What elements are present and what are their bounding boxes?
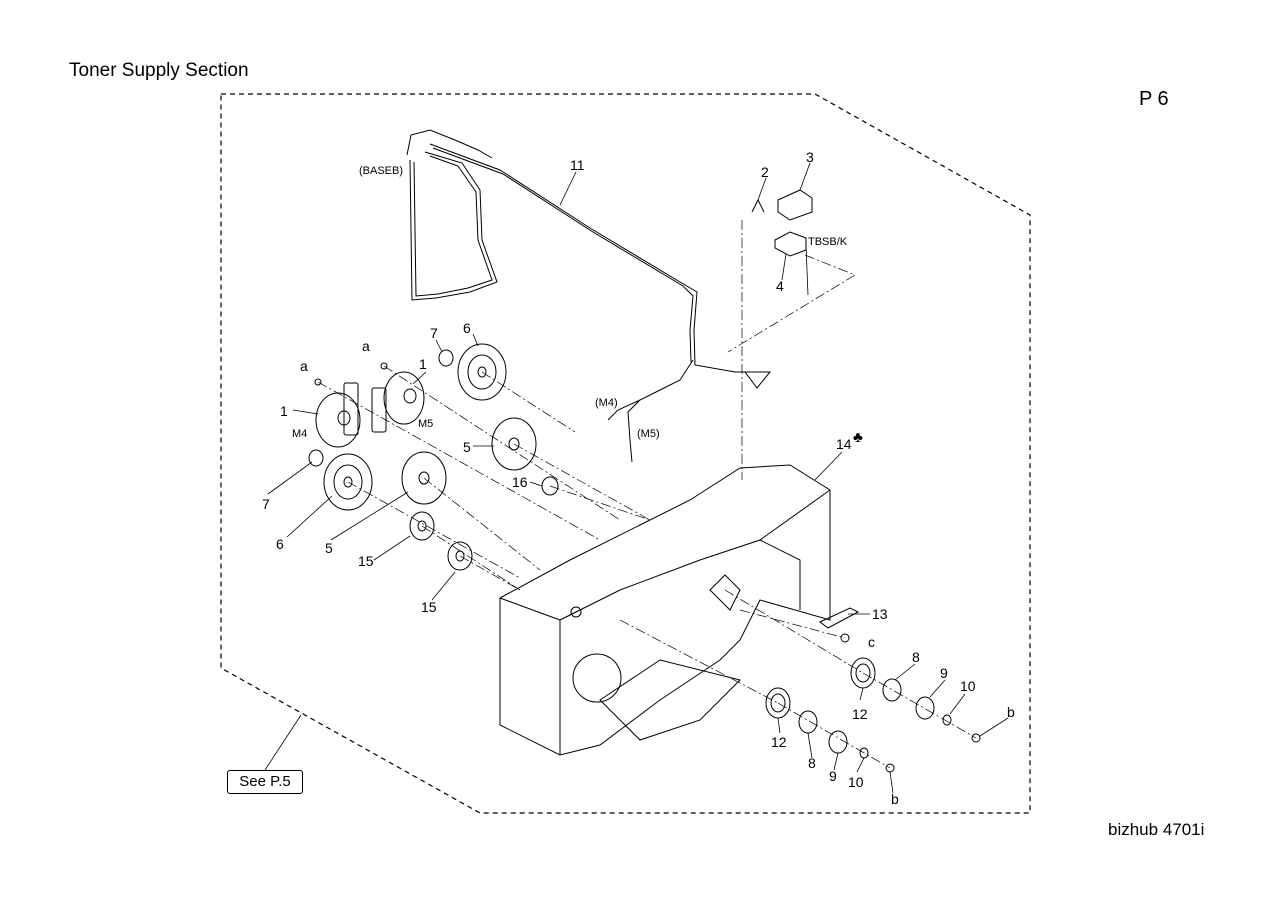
- callout-5-lower: 5: [325, 540, 333, 556]
- callout-b-left: b: [891, 791, 899, 807]
- assembly-guide-lines: [317, 220, 977, 769]
- callout-1-right: 1: [419, 356, 427, 372]
- section-boundary: [220, 93, 1031, 814]
- callout-4: 4: [776, 278, 784, 294]
- callout-5-upper: 5: [463, 439, 471, 455]
- bearing-parts: [765, 607, 981, 773]
- callout-14: 14: [836, 436, 852, 452]
- callout-7-top: 7: [430, 325, 438, 341]
- callout-9-right: 9: [940, 665, 948, 681]
- callout-3: 3: [806, 149, 814, 165]
- callout-1-left: 1: [280, 403, 288, 419]
- callout-b-right: b: [1007, 704, 1015, 720]
- label-m4-connector: (M4): [595, 397, 618, 409]
- callout-leaders: [267, 162, 1009, 794]
- callout-10-right: 10: [960, 678, 976, 694]
- callout-10-left: 10: [848, 774, 864, 790]
- callout-15-lower: 15: [421, 599, 437, 615]
- callout-8-right: 8: [912, 649, 920, 665]
- callout-a-lower: a: [300, 358, 308, 374]
- callout-15-upper: 15: [358, 553, 374, 569]
- label-m5-motor: M5: [418, 418, 433, 430]
- connector-parts: [751, 189, 813, 257]
- label-tbsb: TBSB/K: [808, 236, 848, 248]
- label-m5-connector: (M5): [637, 428, 660, 440]
- page-number: P 6: [1139, 88, 1169, 110]
- callout-7-bottom: 7: [262, 496, 270, 512]
- gear-parts: [308, 343, 559, 571]
- callout-8-left: 8: [808, 755, 816, 771]
- callout-a-upper: a: [362, 338, 370, 354]
- label-baseb: (BASEB): [359, 165, 403, 177]
- callout-9-left: 9: [829, 768, 837, 784]
- section-title: Toner Supply Section: [69, 60, 249, 81]
- callout-c: c: [868, 634, 875, 650]
- callout-2: 2: [761, 164, 769, 180]
- callout-11: 11: [570, 157, 585, 173]
- callout-club-mark: ♣: [853, 429, 863, 446]
- model-name: bizhub 4701i: [1108, 820, 1205, 839]
- see-reference-leader: [264, 714, 302, 771]
- callout-16: 16: [512, 474, 528, 490]
- callout-13: 13: [872, 606, 888, 622]
- see-page-reference-link[interactable]: See P.5: [227, 770, 303, 794]
- callout-12-right: 12: [852, 706, 868, 722]
- callout-12-left: 12: [771, 734, 787, 750]
- motor-parts: [314, 362, 425, 448]
- frame-assembly: [499, 464, 831, 756]
- wiring-harness: [406, 129, 772, 463]
- callout-6-top: 6: [463, 320, 471, 336]
- callout-6-bottom: 6: [276, 536, 284, 552]
- label-m4-motor: M4: [292, 428, 307, 440]
